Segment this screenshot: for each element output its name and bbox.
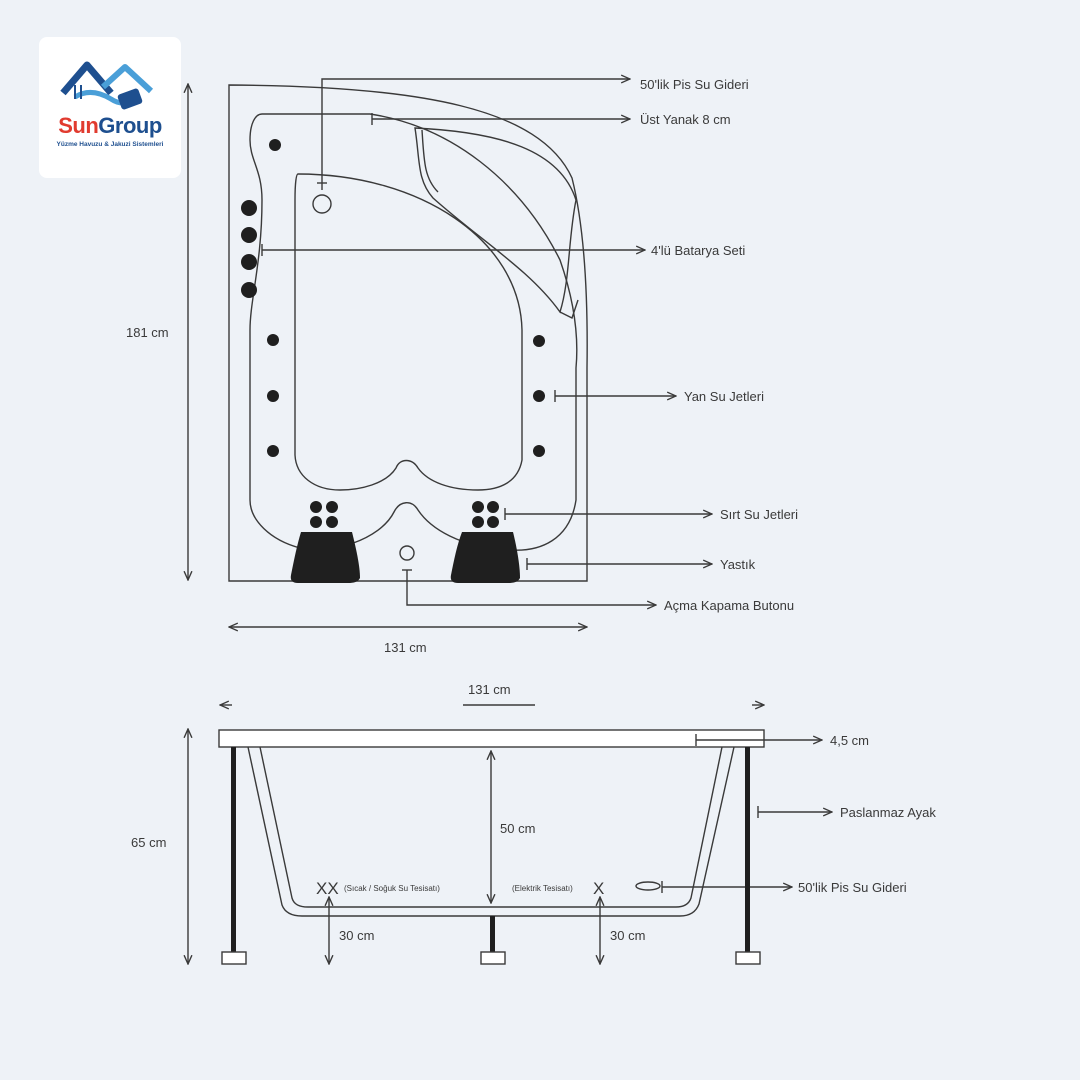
headrest-outline xyxy=(414,127,577,314)
jet-dot xyxy=(241,200,257,216)
electric-mark: X xyxy=(593,879,604,898)
back-jet-dot xyxy=(326,501,338,513)
logo: SunGroup Yüzme Havuzu & Jakuzi Sistemler… xyxy=(39,37,181,178)
side-drain-icon xyxy=(635,881,661,891)
drain-hole xyxy=(312,194,332,214)
jet-dot xyxy=(533,335,545,347)
basin-outline xyxy=(294,173,523,491)
leg-foot-middle xyxy=(480,951,506,965)
depth-label: 50 cm xyxy=(500,821,535,836)
electric-label: (Elektrik Tesisatı) xyxy=(512,884,573,893)
leg-left xyxy=(231,747,236,952)
jet-dot xyxy=(267,334,279,346)
house-pool-icon xyxy=(60,61,154,110)
back-jet-dot xyxy=(326,516,338,528)
left-floor-label: 30 cm xyxy=(339,928,374,943)
rim-thickness-label: 4,5 cm xyxy=(830,733,869,748)
pillow-right xyxy=(450,532,520,583)
hot-cold-mark: XX xyxy=(316,879,339,898)
brand-name-part1: Sun xyxy=(58,113,99,138)
back-jet-dot xyxy=(310,516,322,528)
leader-power-button xyxy=(406,570,656,605)
jet-dot xyxy=(241,227,257,243)
jet-dot xyxy=(267,445,279,457)
brand-tagline: Yüzme Havuzu & Jakuzi Sistemleri xyxy=(56,141,164,148)
faucet-set-label: 4'lü Batarya Seti xyxy=(651,243,745,258)
pillow-left xyxy=(290,532,360,583)
top-rim-label: Üst Yanak 8 cm xyxy=(640,112,731,127)
power-button-label: Açma Kapama Butonu xyxy=(664,598,794,613)
top-height-label: 181 cm xyxy=(126,325,169,340)
top-inner-rim xyxy=(249,113,578,551)
leg-foot-left xyxy=(221,951,247,965)
back-jet-dot xyxy=(472,501,484,513)
back-jet-dot xyxy=(472,516,484,528)
side-width-label: 131 cm xyxy=(468,682,511,697)
jet-dot xyxy=(269,139,281,151)
back-jet-dot xyxy=(310,501,322,513)
right-floor-label: 30 cm xyxy=(610,928,645,943)
tub-body-inner xyxy=(259,746,723,908)
jet-dot xyxy=(267,390,279,402)
leg-middle xyxy=(490,916,495,952)
leader-drain xyxy=(321,79,630,190)
brand-name-part2: Group xyxy=(98,113,162,138)
back-jet-dot xyxy=(487,501,499,513)
side-jets-label: Yan Su Jetleri xyxy=(684,389,764,404)
leg-foot-right xyxy=(735,951,761,965)
jet-dot xyxy=(241,282,257,298)
brand-name: SunGroup xyxy=(39,113,181,139)
tub-rim xyxy=(218,729,765,748)
jet-dot xyxy=(533,445,545,457)
pillow-label: Yastık xyxy=(720,557,756,572)
side-height-label: 65 cm xyxy=(131,835,166,850)
top-outer-outline xyxy=(228,84,588,582)
hot-cold-label: (Sıcak / Soğuk Su Tesisatı) xyxy=(344,884,440,893)
side-drain-label: 50'lik Pis Su Gideri xyxy=(798,880,907,895)
back-jet-dot xyxy=(487,516,499,528)
drain-label: 50'lik Pis Su Gideri xyxy=(640,77,749,92)
leg-right xyxy=(745,747,750,952)
legs-label: Paslanmaz Ayak xyxy=(840,805,936,820)
jet-dot xyxy=(241,254,257,270)
top-width-label: 131 cm xyxy=(384,640,427,655)
power-button-icon xyxy=(399,545,415,561)
back-jets-label: Sırt Su Jetleri xyxy=(720,507,798,522)
jet-dot xyxy=(533,390,545,402)
